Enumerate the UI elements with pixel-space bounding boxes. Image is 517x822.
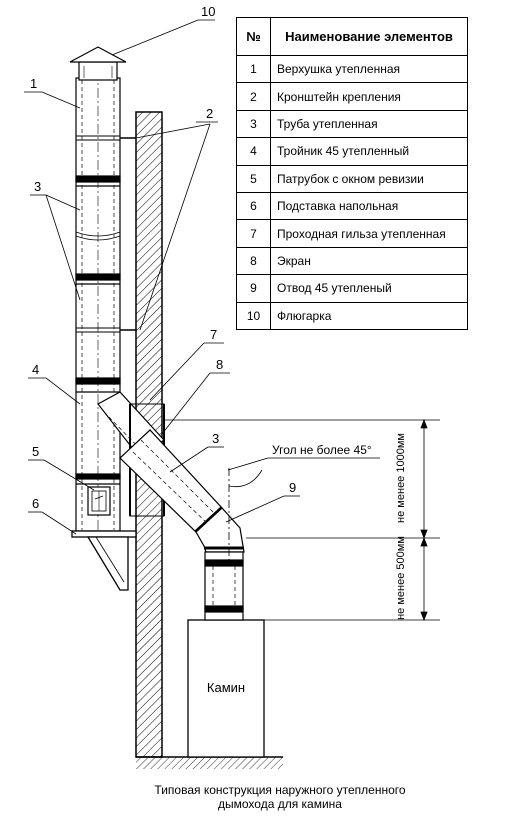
legend-row-number: 4: [236, 137, 271, 166]
figure-caption: Типовая конструкция наружного утепленног…: [130, 783, 430, 811]
callout-4: 4: [32, 362, 39, 377]
legend-header-name: Наименование элементов: [270, 17, 468, 56]
legend-row-number: 5: [236, 164, 271, 193]
legend-row-name: Флюгарка: [270, 301, 468, 330]
callout-3-upper: 3: [34, 179, 41, 194]
caption-line-2: дымохода для камина: [218, 797, 342, 811]
vertical-pipe: [75, 70, 121, 539]
revision-window: [87, 486, 111, 516]
floor-stand: [71, 530, 137, 591]
callout-3-lower: 3: [212, 431, 219, 446]
legend-row-name: Кронштейн крепления: [270, 82, 468, 111]
legend-row-number: 7: [236, 219, 271, 248]
angle-guides: [228, 468, 263, 560]
fireplace: [187, 619, 265, 758]
elbow-45: [195, 507, 245, 553]
legend-row-number: 1: [236, 54, 271, 84]
legend-header-number: №: [236, 17, 271, 56]
legend-row-name: Подставка напольная: [270, 191, 468, 221]
dimension-500-label: не менее 500мм: [395, 536, 407, 620]
callout-6: 6: [32, 496, 39, 511]
legend-row-number: 6: [236, 191, 271, 221]
floor: [136, 756, 283, 769]
top-cap: [69, 46, 127, 81]
callout-2: 2: [206, 106, 213, 121]
legend-row-name: Отвод 45 утепленый: [270, 274, 468, 303]
callout-1: 1: [30, 76, 37, 91]
angle-label: Угол не более 45°: [272, 443, 372, 457]
legend-row-name: Патрубок с окном ревизии: [270, 164, 468, 193]
fireplace-label: Камин: [207, 680, 245, 695]
callout-7: 7: [210, 327, 217, 342]
legend-row-name: Тройник 45 утепленный: [270, 137, 468, 166]
legend-row-number: 10: [236, 301, 271, 330]
legend-row-name: Труба утепленная: [270, 109, 468, 139]
legend-row-name: Экран: [270, 246, 468, 276]
legend-row-number: 3: [236, 109, 271, 139]
dimension-lines: [164, 418, 440, 622]
caption-line-1: Типовая конструкция наружного утепленног…: [154, 783, 406, 797]
legend-row-name: Верхушка утепленная: [270, 54, 468, 84]
callout-10: 10: [201, 4, 215, 19]
legend-row-number: 9: [236, 274, 271, 303]
legend-row-number: 2: [236, 82, 271, 111]
legend-row-number: 8: [236, 246, 271, 276]
fireplace-pipe: [204, 551, 244, 621]
leader-lines: [24, 19, 380, 535]
wall-brackets: [76, 135, 136, 333]
callout-8: 8: [216, 357, 223, 372]
callout-5: 5: [32, 444, 39, 459]
dimension-1000-label: не менее 1000мм: [395, 433, 407, 523]
legend-row-name: Проходная гильза утепленная: [270, 219, 468, 248]
callout-9: 9: [289, 480, 296, 495]
